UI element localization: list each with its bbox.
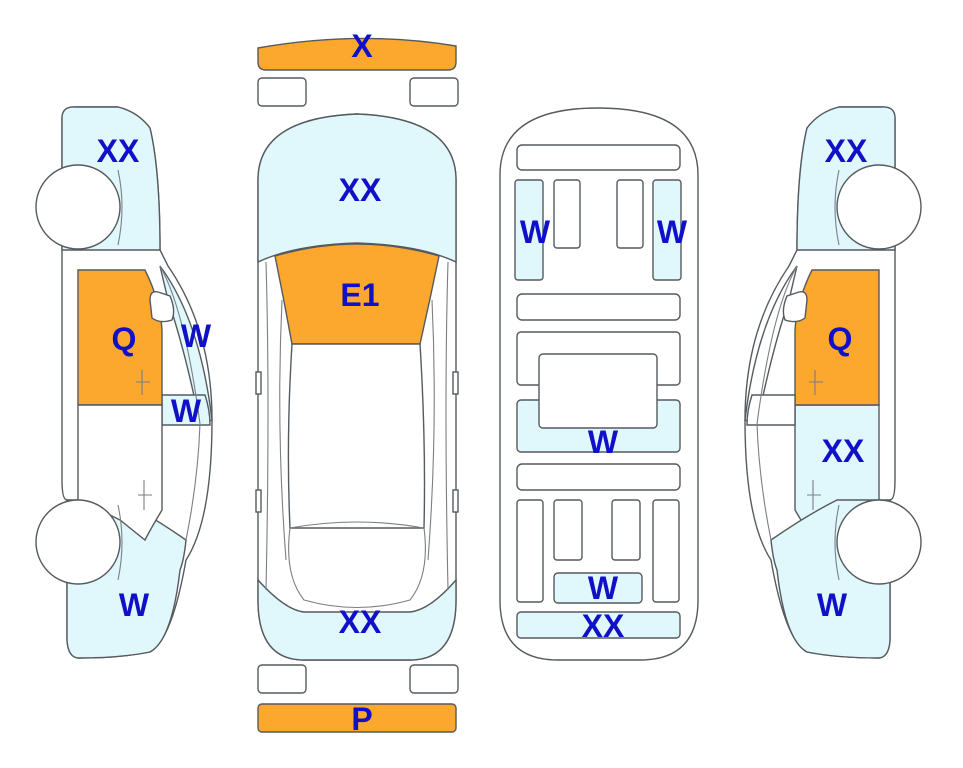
rear-inner-right: [611, 499, 641, 561]
left-front-fender-label: XX: [97, 133, 140, 169]
right-inner-line: [427, 299, 435, 561]
rear-bumper-panel: [257, 703, 457, 733]
rear-glass-label: XX: [339, 604, 382, 640]
left-mirror-glass-panel: [161, 394, 211, 426]
floor-front-left-panel: [514, 179, 544, 281]
right-front-fender-label: XX: [825, 133, 868, 169]
left-handle-top: [255, 489, 262, 513]
right-rear-wheel: [836, 499, 922, 585]
floor-rear-small-panel: [553, 572, 643, 604]
left-inner-line: [279, 299, 287, 561]
right-mirror-top: [452, 371, 459, 395]
right-side-view: XX Q XX W: [744, 106, 922, 659]
floor-front-left-label: W: [520, 214, 551, 250]
left-side-view: XX Q W W W: [35, 106, 213, 659]
left-window-label: W: [181, 318, 212, 354]
right-door-handle-front: [809, 370, 823, 395]
rear-bumper-label: P: [351, 701, 372, 737]
right-body-line: [445, 261, 449, 591]
front-inner-left: [553, 179, 581, 249]
left-mirror-glass-label: W: [171, 393, 202, 429]
roof-panel: [287, 343, 426, 529]
right-mirror: [782, 290, 808, 323]
right-rear-wheel-arch: [834, 504, 840, 581]
rear-rail-right: [652, 499, 680, 603]
rear-left-light: [257, 664, 307, 694]
right-rear-door-label: XX: [822, 433, 865, 469]
hood-label: XX: [339, 172, 382, 208]
left-door-handle-rear: [138, 480, 152, 510]
left-front-door-label: Q: [112, 321, 137, 357]
right-door-handle-rear: [807, 480, 821, 510]
right-handle-top: [452, 489, 459, 513]
floor-center-plate: [538, 353, 658, 429]
left-mirror-top: [255, 371, 262, 395]
windshield-label: E1: [340, 277, 379, 313]
left-body-line: [265, 261, 269, 591]
front-bumper-panel: [257, 37, 457, 71]
underbody-view: W W W W XX: [499, 107, 699, 661]
front-right-light: [409, 77, 459, 107]
trunk-outline: [288, 521, 426, 608]
mid-cross-member-1: [516, 293, 681, 321]
right-front-wheel: [836, 164, 922, 250]
left-rear-wheel-arch: [117, 504, 123, 581]
left-front-wheel: [35, 164, 121, 250]
floor-front-right-label: W: [657, 214, 688, 250]
left-a-pillar-line: [159, 265, 201, 541]
front-cross-member: [516, 144, 681, 171]
rear-inner-left: [553, 499, 583, 561]
right-mirror-glass: [746, 394, 796, 426]
rear-right-light: [409, 664, 459, 694]
rear-glass-panel: [257, 578, 457, 661]
left-rear-wheel: [35, 499, 121, 585]
top-view: X XX E1 XX P: [255, 28, 459, 737]
front-left-light: [257, 77, 307, 107]
floor-rear-small-label: W: [588, 570, 619, 606]
mid-cross-member-2: [516, 463, 681, 491]
right-front-wheel-arch: [834, 169, 840, 246]
right-a-pillar-line: [756, 265, 798, 541]
rear-rail-left: [516, 499, 544, 603]
floor-rear-bar-panel: [516, 611, 681, 639]
front-inner-right: [616, 179, 644, 249]
right-rear-quarter-label: W: [817, 587, 848, 623]
floor-rear-bar-label: XX: [582, 608, 625, 644]
left-front-wheel-arch: [117, 169, 123, 246]
left-door-handle-front: [136, 370, 150, 395]
floor-middle-label: W: [588, 424, 619, 460]
front-bumper-label: X: [351, 28, 373, 64]
right-front-door-label: Q: [828, 321, 853, 357]
windshield-panel: [274, 243, 440, 345]
left-rear-quarter-label: W: [119, 587, 150, 623]
left-mirror: [149, 290, 175, 323]
floor-front-right-panel: [652, 179, 682, 281]
